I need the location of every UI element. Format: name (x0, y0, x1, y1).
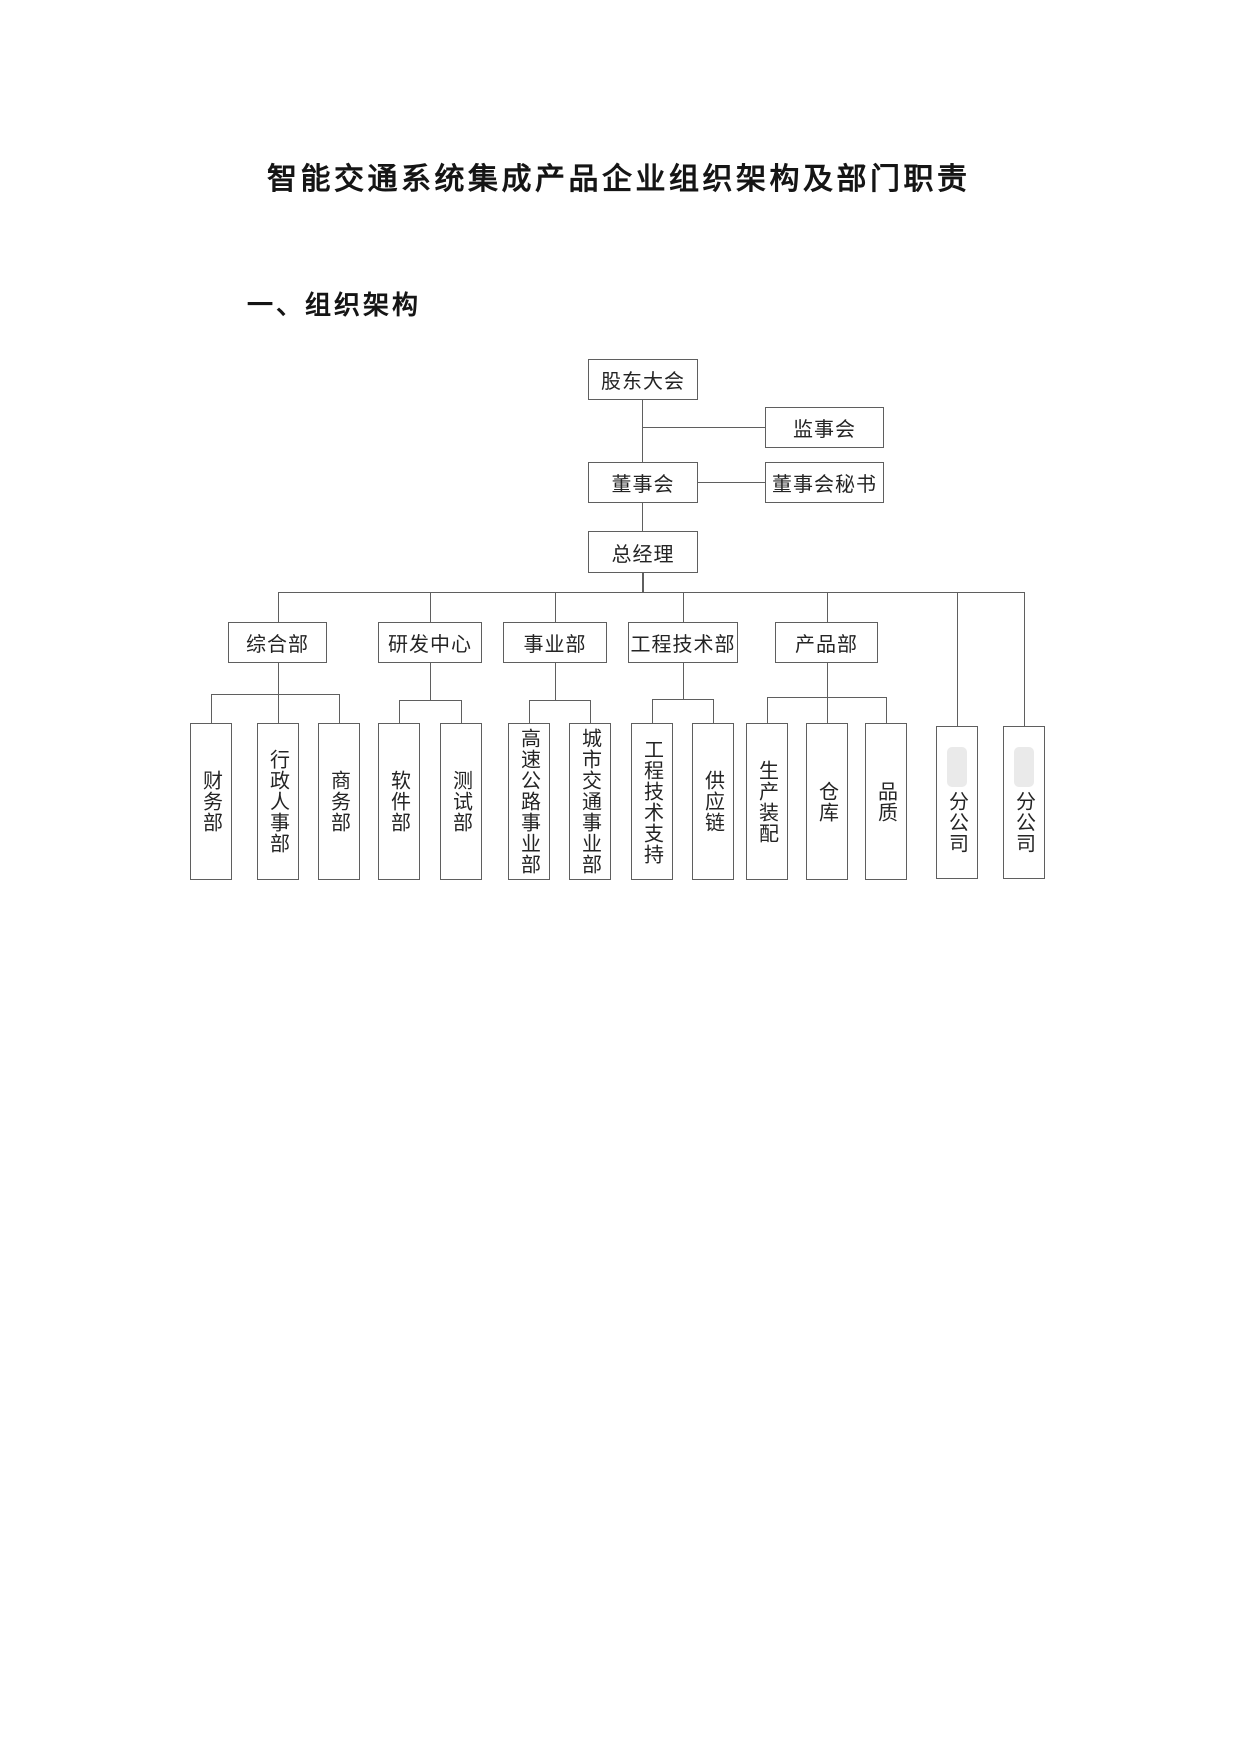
org-node-warehouse: 仓库 (806, 723, 848, 880)
org-node-board-secretary: 董事会秘书 (765, 462, 884, 503)
connector-line (683, 592, 684, 622)
org-node-label: 工程技术支持 (640, 738, 663, 865)
org-node-label: 分公司 (1012, 791, 1035, 854)
connector-line (698, 482, 765, 483)
connector-line (590, 700, 591, 723)
org-node-label: 测试部 (449, 770, 472, 833)
org-node-label: 董事会秘书 (772, 474, 877, 496)
connector-line (886, 697, 887, 723)
org-node-engineering-tech-support: 工程技术支持 (631, 723, 673, 880)
org-node-label: 工程技术部 (630, 634, 736, 656)
org-node-label: 综合部 (246, 634, 309, 656)
org-node-general-manager: 总经理 (588, 531, 698, 573)
org-node-label: 分公司 (945, 791, 968, 854)
org-node-label: 城市交通事业部 (578, 728, 601, 875)
connector-line (957, 592, 958, 726)
connector-line (339, 694, 340, 723)
connector-line (529, 700, 590, 701)
org-node-board-of-directors: 董事会 (588, 462, 698, 503)
org-node-label: 事业部 (523, 634, 587, 656)
org-node-label: 生产装配 (755, 759, 778, 844)
connector-line (827, 592, 828, 622)
org-node-quality: 品质 (865, 723, 907, 880)
connector-line (652, 699, 653, 723)
connector-line (529, 700, 530, 723)
connector-line (399, 700, 461, 701)
connector-line (642, 427, 765, 428)
org-node-engineering-tech-dept: 工程技术部 (628, 622, 738, 663)
connector-line (278, 592, 279, 622)
org-node-software-dept: 软件部 (378, 723, 420, 880)
org-node-admin-hr-dept: 行政人事部 (257, 723, 299, 880)
org-node-label: 董事会 (611, 474, 675, 496)
redacted-text-blob (1014, 747, 1034, 787)
connector-line (767, 697, 768, 723)
org-node-label: 股东大会 (601, 371, 685, 393)
connector-line (713, 699, 714, 723)
connector-line (430, 592, 431, 622)
connector-line (652, 699, 713, 700)
org-node-commerce-dept: 商务部 (318, 723, 360, 880)
connector-line (211, 694, 212, 723)
connector-line (461, 700, 462, 723)
redacted-text-blob (947, 747, 967, 787)
section-heading-org-structure: 一、组织架构 (247, 291, 422, 320)
org-node-label: 仓库 (815, 780, 838, 823)
org-node-label: 总经理 (611, 543, 675, 566)
org-node-general-affairs-dept: 综合部 (228, 622, 327, 663)
connector-line (827, 663, 828, 723)
org-node-label: 品质 (874, 780, 897, 823)
org-node-label: 产品部 (795, 634, 858, 656)
connector-line (278, 663, 279, 723)
org-node-label: 财务部 (199, 770, 222, 833)
connector-line (430, 663, 431, 700)
connector-line (642, 400, 643, 462)
org-node-rd-center: 研发中心 (378, 622, 482, 663)
org-node-label: 高速公路事业部 (517, 728, 540, 875)
org-node-finance-dept: 财务部 (190, 723, 232, 880)
connector-line (211, 694, 339, 695)
org-node-label: 监事会 (793, 419, 856, 441)
org-node-production-assembly: 生产装配 (746, 723, 788, 880)
connector-line (642, 503, 643, 531)
org-node-product-dept: 产品部 (775, 622, 878, 663)
org-node-label: 供应链 (701, 770, 724, 833)
org-node-label: 软件部 (387, 770, 410, 833)
org-node-branch-company-2: 分公司 (1003, 726, 1045, 879)
org-node-highway-business-dept: 高速公路事业部 (508, 723, 550, 880)
org-node-supply-chain: 供应链 (692, 723, 734, 880)
document-title: 智能交通系统集成产品企业组织架构及部门职责 (267, 163, 971, 196)
org-node-shareholders-meeting: 股东大会 (588, 359, 698, 400)
org-node-supervisory-board: 监事会 (765, 407, 884, 448)
org-node-label: 行政人事部 (266, 749, 289, 854)
org-node-label: 研发中心 (388, 634, 472, 656)
connector-line (767, 697, 886, 698)
connector-line (642, 573, 644, 592)
org-node-label: 商务部 (327, 770, 350, 833)
connector-line (1024, 592, 1025, 726)
org-node-testing-dept: 测试部 (440, 723, 482, 880)
connector-line (555, 663, 556, 700)
org-node-urban-traffic-business-dept: 城市交通事业部 (569, 723, 611, 880)
org-node-branch-company-1: 分公司 (936, 726, 978, 879)
connector-line (683, 663, 684, 699)
org-node-business-division: 事业部 (503, 622, 607, 663)
connector-line (278, 592, 1025, 593)
connector-line (399, 700, 400, 723)
connector-line (555, 592, 556, 622)
